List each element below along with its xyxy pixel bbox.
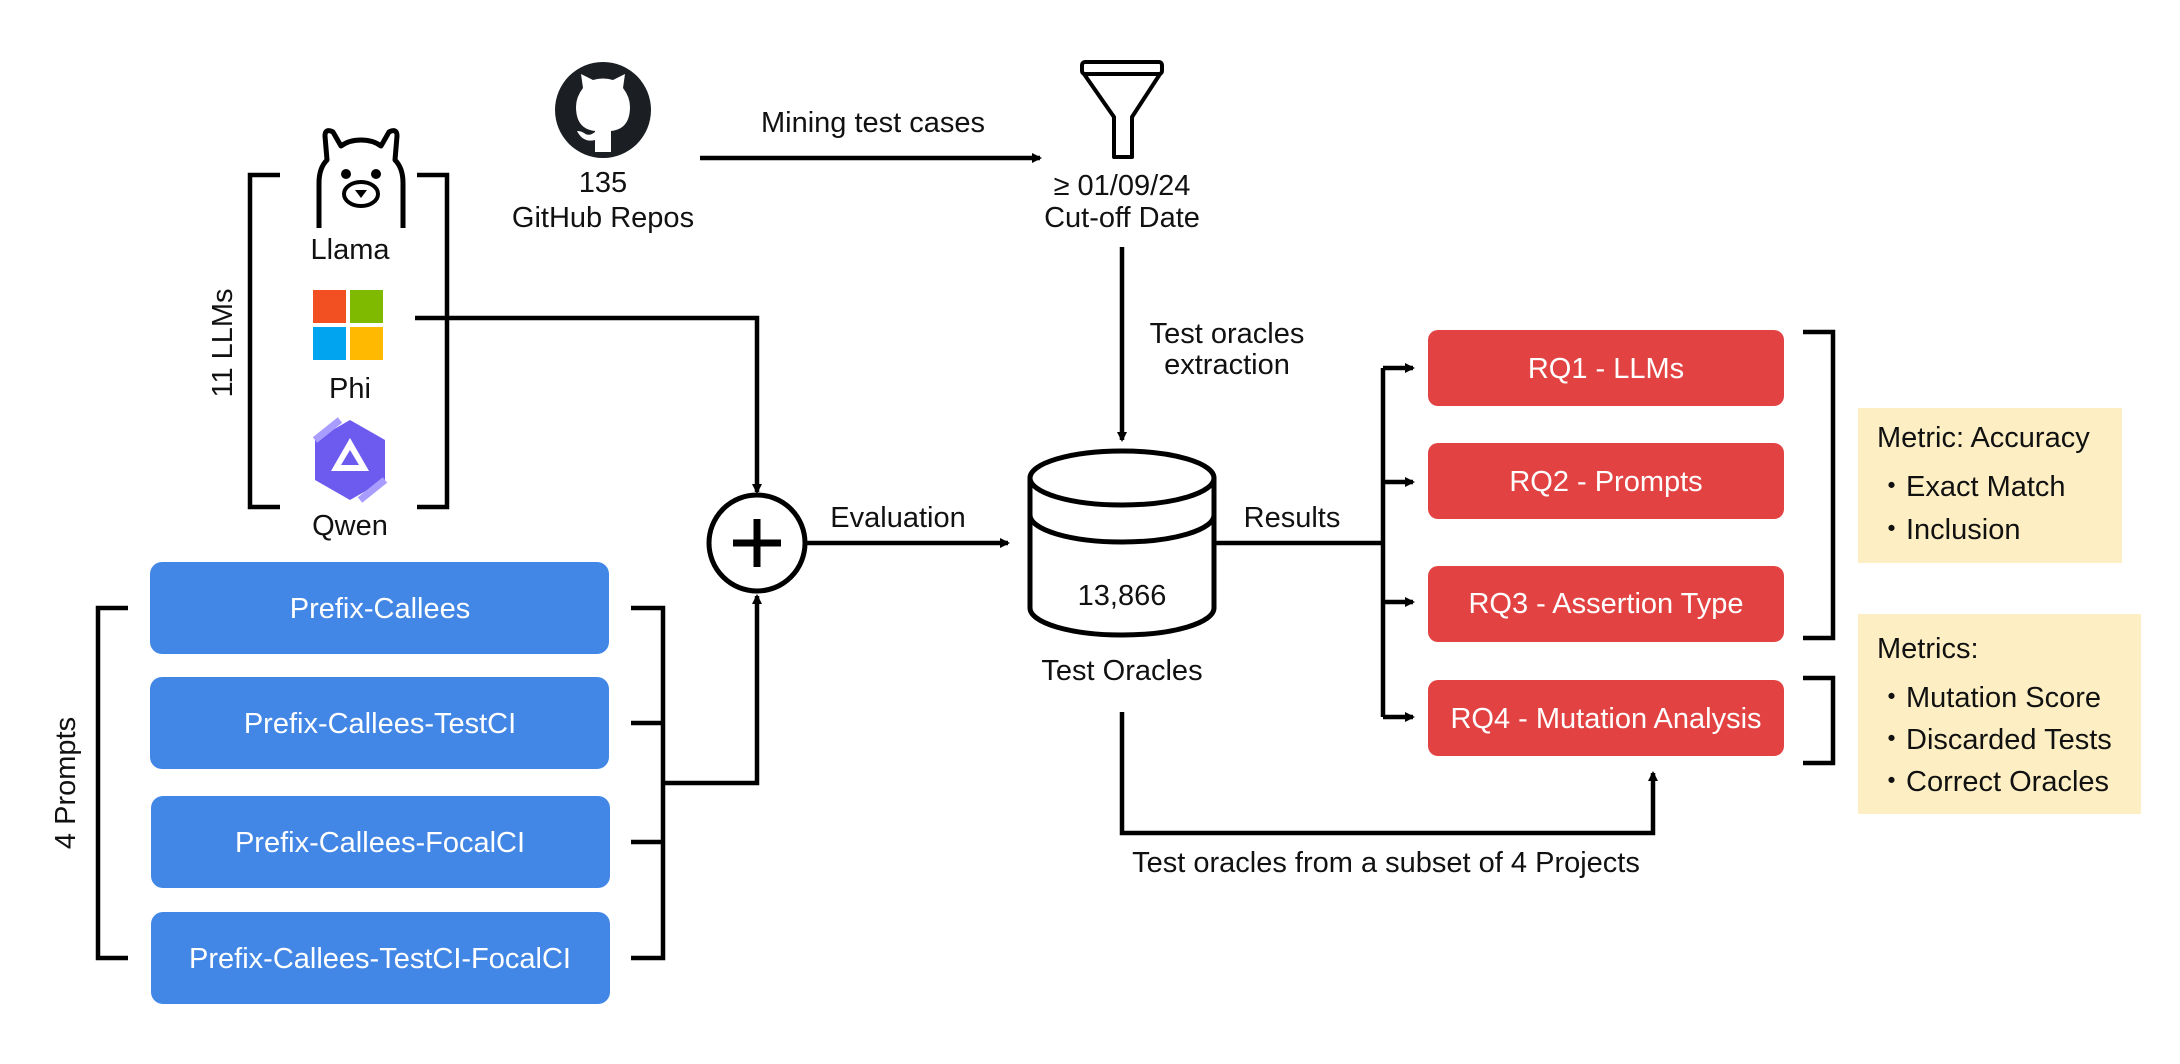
metrics-mutation-item: ・Mutation Score <box>1877 682 2101 714</box>
results-label: Results <box>1244 502 1341 534</box>
subset-arrow <box>1119 712 1658 836</box>
rq-label: RQ4 - Mutation Analysis <box>1450 703 1761 735</box>
metrics-accuracy-item: ・Exact Match <box>1877 471 2066 503</box>
extraction-line1: Test oracles <box>1150 318 1305 350</box>
prompt-card-3[interactable]: Prefix-Callees-FocalCI <box>151 796 610 888</box>
prompt-card-4[interactable]: Prefix-Callees-TestCI-FocalCI <box>151 912 610 1004</box>
metrics-mutation-item: ・Correct Oracles <box>1877 766 2109 798</box>
prompt-card-2[interactable]: Prefix-Callees-TestCI <box>150 677 609 769</box>
funnel-icon <box>1080 60 1164 159</box>
prompt-label: Prefix-Callees-TestCI <box>244 708 516 740</box>
subset-label: Test oracles from a subset of 4 Projects <box>1132 847 1640 879</box>
prompt-card-1[interactable]: Prefix-Callees <box>150 562 609 654</box>
qwen-label: Qwen <box>312 510 388 542</box>
rq2-card[interactable]: RQ2 - Prompts <box>1428 443 1784 519</box>
prompt-bracket-left <box>95 605 128 961</box>
prompt-label: Prefix-Callees-TestCI-FocalCI <box>189 943 571 975</box>
rq-label: RQ2 - Prompts <box>1509 466 1702 498</box>
prompt-label: Prefix-Callees <box>290 593 471 625</box>
cutoff-label: Cut-off Date <box>1044 202 1200 234</box>
metrics-accuracy-title: Metric: Accuracy <box>1877 422 2090 454</box>
metrics-mutation-item: ・Discarded Tests <box>1877 724 2112 756</box>
rq4-card[interactable]: RQ4 - Mutation Analysis <box>1428 680 1784 756</box>
database-label: Test Oracles <box>1041 655 1202 687</box>
qwen-logo-icon <box>312 417 388 503</box>
prompt-bracket-right <box>631 605 666 961</box>
evaluation-label: Evaluation <box>830 502 965 534</box>
llm-group: 11 LLMs Llama Phi Qwen <box>207 128 450 542</box>
prompt-label: Prefix-Callees-FocalCI <box>235 827 525 859</box>
llm-to-combine-arrow <box>415 315 762 494</box>
database-count: 13,866 <box>1078 580 1167 612</box>
cutoff-date: ≥ 01/09/24 <box>1054 170 1191 202</box>
phi-label: Phi <box>329 373 371 405</box>
prompt-group: 4 Prompts Prefix-Callees Prefix-Callees-… <box>50 562 666 1004</box>
rq3-card[interactable]: RQ3 - Assertion Type <box>1428 566 1784 642</box>
extraction-line2: extraction <box>1164 349 1290 381</box>
microsoft-logo-icon <box>313 290 383 360</box>
repos-label: GitHub Repos <box>512 202 694 234</box>
llama-label: Llama <box>311 234 391 266</box>
metrics-accuracy-item: ・Inclusion <box>1877 514 2020 546</box>
rq-label: RQ1 - LLMs <box>1528 353 1684 385</box>
rq-mutation-bracket <box>1803 675 1836 766</box>
github-icon <box>555 62 651 158</box>
mining-label: Mining test cases <box>761 107 985 139</box>
llm-bracket-right <box>417 172 450 510</box>
prompt-to-combine-arrow <box>663 594 762 786</box>
llm-bracket-left <box>247 172 280 510</box>
database-icon <box>1027 448 1217 638</box>
metrics-accuracy-box: Metric: Accuracy ・Exact Match ・Inclusion <box>1858 408 2122 563</box>
rq1-card[interactable]: RQ1 - LLMs <box>1428 330 1784 406</box>
plus-icon <box>706 492 808 594</box>
rq-label: RQ3 - Assertion Type <box>1468 588 1743 620</box>
rq-accuracy-bracket <box>1803 329 1836 641</box>
metrics-mutation-box: Metrics: ・Mutation Score ・Discarded Test… <box>1858 614 2141 814</box>
prompt-count-label: 4 Prompts <box>50 717 82 849</box>
metrics-mutation-title: Metrics: <box>1877 633 1979 665</box>
repos-count: 135 <box>579 167 627 199</box>
llama-icon <box>316 128 406 228</box>
llm-count-label: 11 LLMs <box>207 288 239 397</box>
